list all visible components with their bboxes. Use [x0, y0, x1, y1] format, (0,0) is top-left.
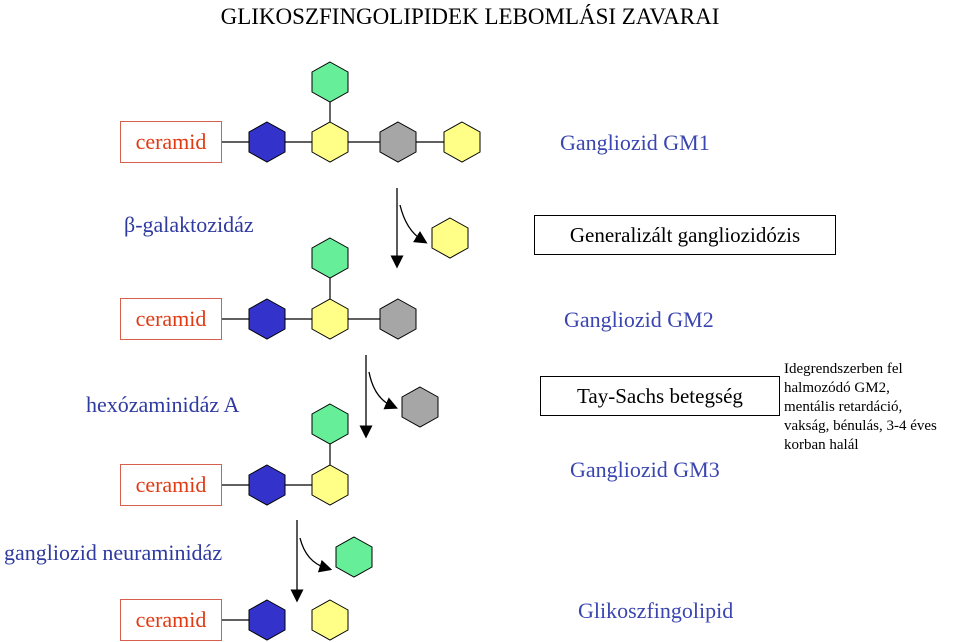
product-glikoszfingolipid: Glikoszfingolipid	[578, 598, 734, 623]
note-line: Idegrendszerben fel	[784, 361, 903, 377]
disease-generalized-gangliozidosis: Generalizált gangliozidózis	[534, 215, 836, 255]
enzyme-hexozaminidaz-a: hexózaminidáz A	[86, 392, 240, 417]
hexagon-gray-gm2	[379, 298, 417, 340]
release-arrow-1	[399, 204, 428, 244]
product-gm2: Gangliozid GM2	[564, 307, 714, 332]
hexagon-green-gm2	[311, 237, 349, 279]
hexagon-blue-gm1	[248, 121, 286, 163]
ceramid-box-gm2: ceramid	[120, 298, 222, 340]
release-arrow-2	[368, 371, 398, 410]
hexagon-yellow-gm1-2	[443, 121, 481, 163]
tay-sachs-note: Idegrendszerben fel halmozódó GM2, mentá…	[784, 360, 960, 455]
note-line: halmozódó GM2,	[784, 380, 890, 396]
hexagon-yellow-gm2	[311, 298, 349, 340]
note-line: mentális retardáció,	[784, 399, 903, 415]
disease-tay-sachs: Tay-Sachs betegség	[540, 376, 780, 416]
hexagon-blue-gm2	[248, 298, 286, 340]
hexagon-green-removed	[335, 536, 373, 578]
hexagon-yellow-removed	[431, 217, 469, 259]
ceramid-box-gm3: ceramid	[120, 464, 222, 506]
hexagon-yellow-gm3	[311, 464, 349, 506]
enzyme-neuraminidaz: gangliozid neuraminidáz	[4, 540, 223, 565]
enzyme-beta-galaktozidaz: β-galaktozidáz	[124, 212, 254, 237]
release-arrow-3	[299, 537, 333, 573]
ceramid-box-glikoszfingolipid: ceramid	[120, 599, 222, 641]
ceramid-box-gm1: ceramid	[120, 121, 222, 163]
hexagon-gray-removed	[401, 386, 439, 428]
hexagon-gray-gm1	[379, 121, 417, 163]
hexagon-blue-glikoszfingolipid	[248, 599, 286, 641]
note-line: vakság, bénulás, 3-4 éves	[784, 418, 937, 434]
hexagon-green-gm1	[311, 61, 349, 103]
hexagon-blue-gm3	[248, 464, 286, 506]
page-title: GLIKOSZFINGOLIPIDEK LEBOMLÁSI ZAVARAI	[220, 4, 720, 29]
hexagon-green-gm3	[311, 403, 349, 445]
hexagon-yellow-gm1-1	[311, 121, 349, 163]
product-gm1: Gangliozid GM1	[560, 130, 710, 155]
hexagon-yellow-glikoszfingolipid	[311, 599, 349, 641]
note-line: korban halál	[784, 437, 859, 453]
product-gm3: Gangliozid GM3	[570, 457, 720, 482]
